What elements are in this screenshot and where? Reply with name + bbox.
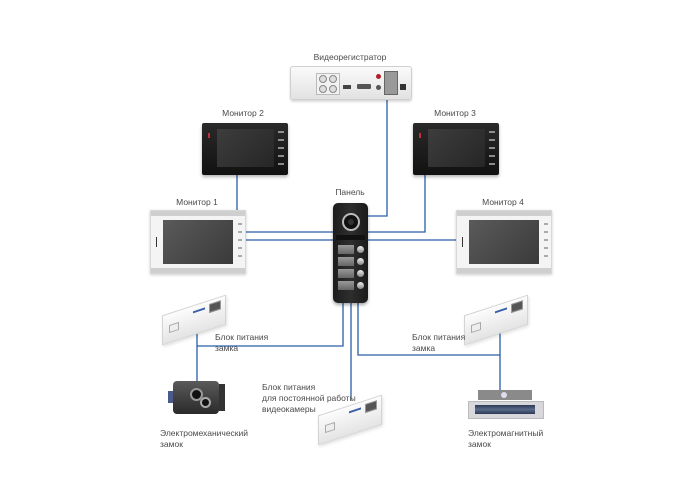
panel-label: Панель <box>335 187 365 197</box>
name-plate <box>338 245 354 254</box>
lan-usb-ports <box>384 71 398 95</box>
speaker-grill <box>336 235 365 240</box>
electromagnetic-lock <box>468 390 544 419</box>
magnet-body <box>468 401 544 419</box>
monitor-buttons <box>238 223 242 261</box>
bnc-ports <box>316 73 340 95</box>
wire-panel-dvr <box>368 98 388 217</box>
name-plate <box>338 269 354 278</box>
brand-logo <box>349 407 361 414</box>
lock-bolt <box>168 391 173 403</box>
call-button <box>357 282 364 289</box>
wire-panel-psu_lock_right <box>357 303 501 356</box>
camera-lens-icon <box>342 213 360 231</box>
wire-panel-psu_lock_left <box>196 303 344 347</box>
wire-panel-monitor_2 <box>236 175 333 233</box>
monitor-4-label: Монитор 4 <box>482 197 524 207</box>
brand-logo <box>495 307 507 314</box>
led-indicator <box>208 133 210 138</box>
connector-port <box>169 321 179 334</box>
terminal-block <box>365 400 377 414</box>
dvr-device <box>290 66 412 100</box>
call-button <box>357 270 364 277</box>
bezel-top <box>457 211 551 216</box>
name-plate <box>338 257 354 266</box>
dvr-label: Видеорегистратор <box>313 52 387 62</box>
lock-side-plate <box>219 384 225 411</box>
name-plate <box>338 281 354 290</box>
audio-out-port <box>376 85 381 90</box>
keyhole-icon <box>190 388 203 401</box>
bezel-bottom <box>151 268 245 273</box>
electromechanical-lock <box>168 381 225 414</box>
monitor-screen <box>469 220 539 264</box>
electromechanical-lock-label: Электромеханический замок <box>160 428 249 449</box>
monitor-buttons <box>278 131 284 167</box>
brand-logo <box>193 307 205 314</box>
bezel-top <box>151 211 245 216</box>
monitor-screen <box>428 129 485 167</box>
monitor-buttons <box>544 223 548 261</box>
armature-plate <box>478 390 532 400</box>
psu-lock-right-label: Блок питания замка <box>412 332 466 353</box>
hdmi-port <box>343 85 351 89</box>
vga-port <box>357 84 371 89</box>
monitor-buttons <box>489 131 495 167</box>
terminal-block <box>209 300 221 314</box>
wire-panel-monitor_3 <box>368 175 426 233</box>
monitor-2-label: Монитор 2 <box>222 108 264 118</box>
call-panel <box>333 203 368 303</box>
call-button <box>357 258 364 265</box>
monitor-1-label: Монитор 1 <box>176 197 218 207</box>
psu-camera-label: Блок питания для постоянной работы видео… <box>262 382 356 414</box>
call-button <box>357 246 364 253</box>
monitor-screen <box>163 220 233 264</box>
monitor-screen <box>217 129 274 167</box>
bezel-bottom <box>457 268 551 273</box>
monitor-2 <box>202 123 288 175</box>
connector-port <box>325 421 335 434</box>
audio-in-port <box>376 74 381 79</box>
cylinder-icon <box>200 397 211 408</box>
connector-port <box>471 321 481 334</box>
led-indicator <box>419 133 421 138</box>
monitor-4 <box>456 210 552 274</box>
power-port <box>400 84 406 90</box>
monitor-1 <box>150 210 246 274</box>
indicator-slot <box>156 237 157 247</box>
electromagnetic-lock-label: Электромагнитный замок <box>468 428 544 449</box>
terminal-block <box>511 300 523 314</box>
indicator-slot <box>462 237 463 247</box>
psu-lock-left-label: Блок питания замка <box>215 332 269 353</box>
monitor-3 <box>413 123 499 175</box>
monitor-3-label: Монитор 3 <box>434 108 476 118</box>
